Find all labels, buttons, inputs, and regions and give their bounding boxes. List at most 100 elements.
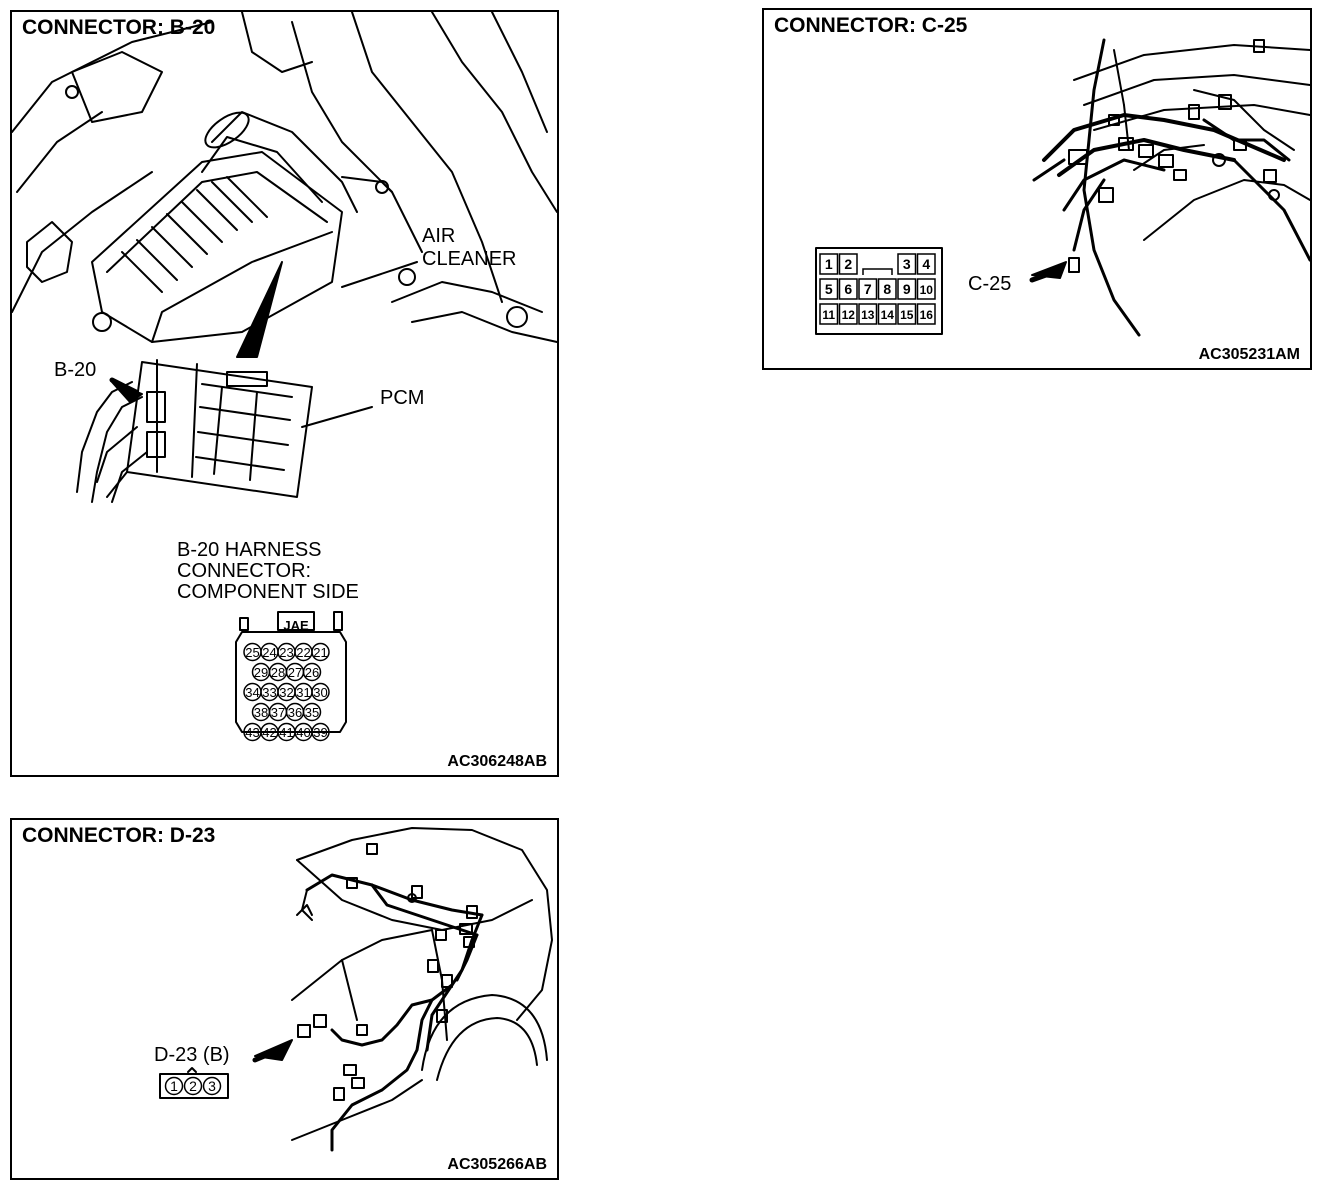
b20-pin-37: 37	[268, 702, 288, 722]
engine-bay-illustration	[11, 11, 558, 733]
pin-number: 22	[296, 645, 310, 660]
figure-code: AC305266AB	[447, 1156, 547, 1173]
b20-pin-27: 27	[285, 662, 305, 682]
pin-number: 7	[864, 281, 872, 297]
pin-number: 34	[245, 685, 259, 700]
pin-number: 32	[279, 685, 293, 700]
pin-number: 6	[844, 281, 852, 297]
air-cleaner-label-2: CLEANER	[422, 248, 517, 270]
c25-callout-label: C-25	[968, 273, 1012, 295]
c25-pin-5: 5	[819, 278, 839, 300]
pin-number: 9	[903, 281, 911, 297]
c25-pin-2: 2	[838, 253, 858, 275]
pin-number: 28	[271, 665, 285, 680]
harness-label-3: COMPONENT SIDE	[177, 581, 359, 603]
air-cleaner-label-1: AIR	[422, 225, 456, 247]
pin-number: 13	[861, 308, 875, 322]
harness-label-1: B-20 HARNESS	[177, 539, 322, 561]
pin-number: 16	[920, 308, 934, 322]
b20-pin-29: 29	[251, 662, 271, 682]
c25-pin-13: 13	[858, 303, 878, 325]
b20-pin-25: 25	[243, 642, 262, 662]
b20-pin-36: 36	[285, 702, 305, 722]
pin-number: 30	[313, 685, 327, 700]
b20-pin-26: 26	[302, 662, 322, 682]
c25-pin-3: 3	[897, 253, 917, 275]
pin-number: 8	[883, 281, 891, 297]
jae-label: JAE	[283, 618, 309, 633]
pin-number: 3	[903, 256, 911, 272]
c25-pin-11: 11	[819, 303, 839, 325]
vehicle-body-illustration	[159, 827, 553, 1152]
b20-pin-42: 42	[260, 722, 279, 742]
c25-pin-12: 12	[838, 303, 858, 325]
pin-number: 15	[900, 308, 914, 322]
pin-number: 2	[189, 1078, 197, 1094]
pin-number: 39	[313, 725, 327, 740]
b20-pin-35: 35	[302, 702, 322, 722]
b20-pin-28: 28	[268, 662, 288, 682]
b20-pin-40: 40	[294, 722, 313, 742]
pin-number: 36	[288, 705, 302, 720]
pin-number: 43	[245, 725, 259, 740]
panel-connector-d23: CONNECTOR: D-23	[10, 818, 559, 1180]
pin-number: 40	[296, 725, 310, 740]
pin-number: 1	[170, 1078, 178, 1094]
pin-number: 4	[922, 256, 930, 272]
pin-number: 42	[262, 725, 276, 740]
c25-key-notch	[862, 268, 893, 275]
c25-pin-14: 14	[877, 303, 897, 325]
pin-number: 35	[305, 705, 319, 720]
pin-number: 1	[825, 256, 833, 272]
b20-pin-22: 22	[294, 642, 313, 662]
pin-number: 14	[881, 308, 895, 322]
b20-pin-30: 30	[311, 682, 330, 702]
panel-connector-b20: CONNECTOR: B-20	[10, 10, 559, 777]
pin-number: 41	[279, 725, 293, 740]
pin-number: 10	[920, 283, 934, 297]
pin-number: 29	[254, 665, 268, 680]
pin-number: 3	[208, 1078, 216, 1094]
c25-pin-8: 8	[877, 278, 897, 300]
pin-number: 23	[279, 645, 293, 660]
panel-connector-c25: CONNECTOR: C-25	[762, 8, 1312, 370]
b20-pin-32: 32	[277, 682, 296, 702]
pin-number: 37	[271, 705, 285, 720]
b20-pin-41: 41	[277, 722, 296, 742]
pin-number: 12	[842, 308, 856, 322]
pcm-label: PCM	[380, 387, 425, 409]
pin-number: 21	[313, 645, 327, 660]
c25-pin-9: 9	[897, 278, 917, 300]
b20-pin-33: 33	[260, 682, 279, 702]
b20-pin-43: 43	[243, 722, 262, 742]
b20-pin-31: 31	[294, 682, 313, 702]
c25-pin-6: 6	[838, 278, 858, 300]
c25-pin-7: 7	[858, 278, 878, 300]
pin-number: 38	[254, 705, 268, 720]
d23-pin-2: 2	[183, 1076, 203, 1096]
dashboard-harness-illustration	[815, 38, 1312, 337]
b20-pin-21: 21	[311, 642, 330, 662]
figure-code: AC305231AM	[1198, 346, 1300, 363]
d23-pin-3: 3	[202, 1076, 222, 1096]
panel-title: CONNECTOR: C-25	[774, 14, 968, 37]
panel-title: CONNECTOR: D-23	[22, 824, 216, 847]
b20-pin-34: 34	[243, 682, 262, 702]
d23-pin-1: 1	[164, 1076, 184, 1096]
pin-number: 11	[822, 308, 835, 322]
b20-pin-38: 38	[251, 702, 271, 722]
c25-pin-4: 4	[916, 253, 936, 275]
c25-pin-1: 1	[819, 253, 839, 275]
figure-code: AC306248AB	[447, 753, 547, 770]
pin-number: 24	[262, 645, 276, 660]
pin-number: 25	[245, 645, 259, 660]
pin-number: 26	[305, 665, 319, 680]
c25-pin-16: 16	[916, 303, 936, 325]
pin-number: 33	[262, 685, 276, 700]
b20-pin-24: 24	[260, 642, 279, 662]
c25-pin-15: 15	[897, 303, 917, 325]
pin-number: 27	[288, 665, 302, 680]
